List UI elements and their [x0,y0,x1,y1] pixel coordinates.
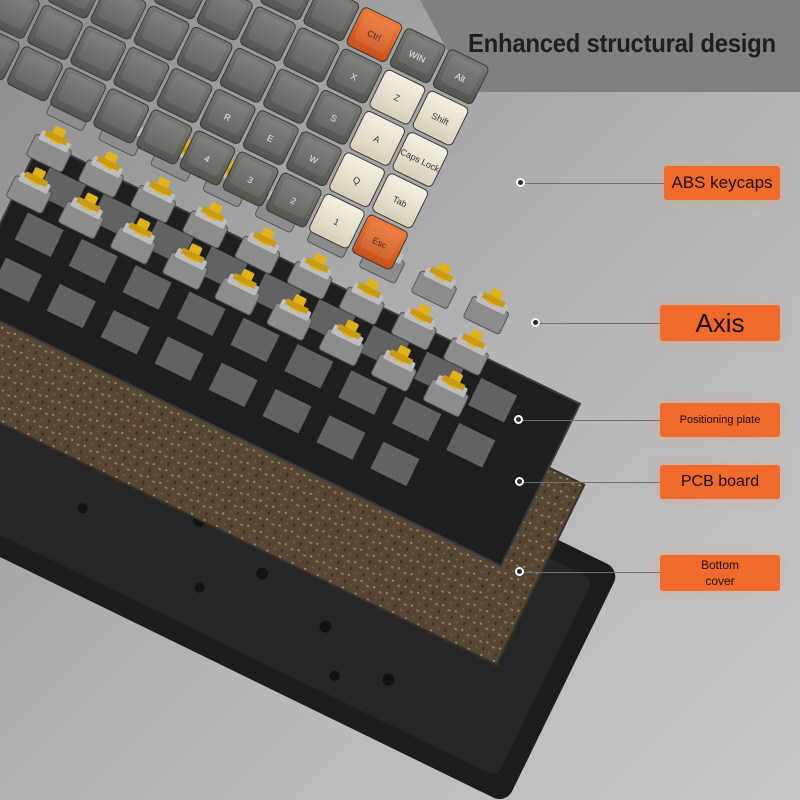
keycap: W [286,131,342,187]
keycap [47,0,104,19]
keycap [153,0,210,20]
keycap: Tab [372,173,428,229]
switch [371,345,417,392]
keycap-legend: E [265,133,275,145]
switch [110,218,156,265]
keycap: S [306,90,362,145]
keycap [113,47,170,102]
callout-dot-axis [531,318,540,327]
keycap-legend: 2 [289,195,298,206]
keycap: Esc [352,214,408,270]
callout-dot-plate [514,415,523,424]
keycap [70,26,126,81]
keycap: Q [329,152,385,208]
keycap: A [349,111,406,166]
label-pcb-board: PCB board [660,465,780,499]
switch [6,167,52,214]
keycap-legend: Q [351,175,362,187]
leader-line-keycaps [525,183,665,184]
keycap-legend: X [349,71,359,83]
keycap [133,5,190,61]
switch-axis-layer [6,84,509,417]
switch [58,192,104,239]
keycap [50,67,106,123]
keycap: X [326,48,383,104]
switch [423,370,469,417]
keycap [260,0,316,20]
switch [286,253,333,300]
callout-dot-pcb [515,477,524,486]
switch [411,262,457,309]
keycap: 1 [309,193,365,249]
keycap-legend: 4 [203,153,212,164]
keycap [176,26,233,82]
label-pcb-board-text: PCB board [680,473,760,490]
keycap: 3 [222,151,279,207]
label-abs-keycaps: ABS keycaps [664,166,780,200]
keycap [0,0,40,39]
keycap-legend: Z [392,92,402,104]
keycap: E [242,110,299,165]
keycap: Alt [432,49,489,105]
keycap: Z [369,69,426,125]
leader-line-pcb [524,482,660,483]
switch [234,227,281,274]
label-abs-keycaps-text: ABS keycaps [671,173,773,192]
keycap [240,6,296,62]
switch [78,151,124,198]
title-band [420,0,800,92]
keycap: Ctrl [346,7,403,62]
keycap [197,0,253,41]
keycap: Shift [412,90,469,146]
keycap: Caps Lock [392,132,449,187]
keycap-legend: S [329,112,339,124]
keycap: 4 [179,130,236,186]
leader-line-bottom [524,572,660,573]
keycap [7,46,63,102]
keycap: 2 [265,172,322,228]
switch [339,278,385,325]
keycap [156,68,213,123]
label-axis-text: Axis [695,307,745,338]
keycap: WIN [389,28,446,84]
keycap-legend: Alt [453,71,467,85]
keycap [220,47,276,103]
label-axis: Axis [660,305,780,341]
page-title: Enhanced structural design [468,28,776,58]
switch [391,303,437,351]
keycap [90,0,147,40]
label-bottom-cover: Bottom cover [660,555,780,591]
leader-line-plate [523,420,660,421]
switch [318,319,365,367]
keycap [27,5,83,60]
switch [182,202,229,249]
label-positioning-plate: Positioning plate [660,403,780,437]
keycap-legend: A [372,133,382,145]
keycap-legend: 3 [246,174,255,185]
switch [130,176,176,223]
label-positioning-plate-text: Positioning plate [679,414,761,426]
keycap [303,0,360,41]
callout-dot-bottom [515,567,524,576]
switch [26,125,72,173]
switch [463,288,509,335]
callout-dot-keycaps [516,178,525,187]
switch [214,269,261,316]
keycap [283,27,339,83]
leader-line-axis [540,323,660,324]
keycap-legend: 1 [332,216,341,227]
keycap [136,109,193,165]
keycap: R [199,89,256,144]
keycap [263,68,319,124]
switch [162,243,208,290]
keycap [0,25,20,81]
switch [266,294,313,341]
label-bottom-cover-text: Bottom cover [700,558,739,588]
keycap [93,88,149,144]
switch [443,329,489,376]
keycap-legend: R [222,112,233,124]
